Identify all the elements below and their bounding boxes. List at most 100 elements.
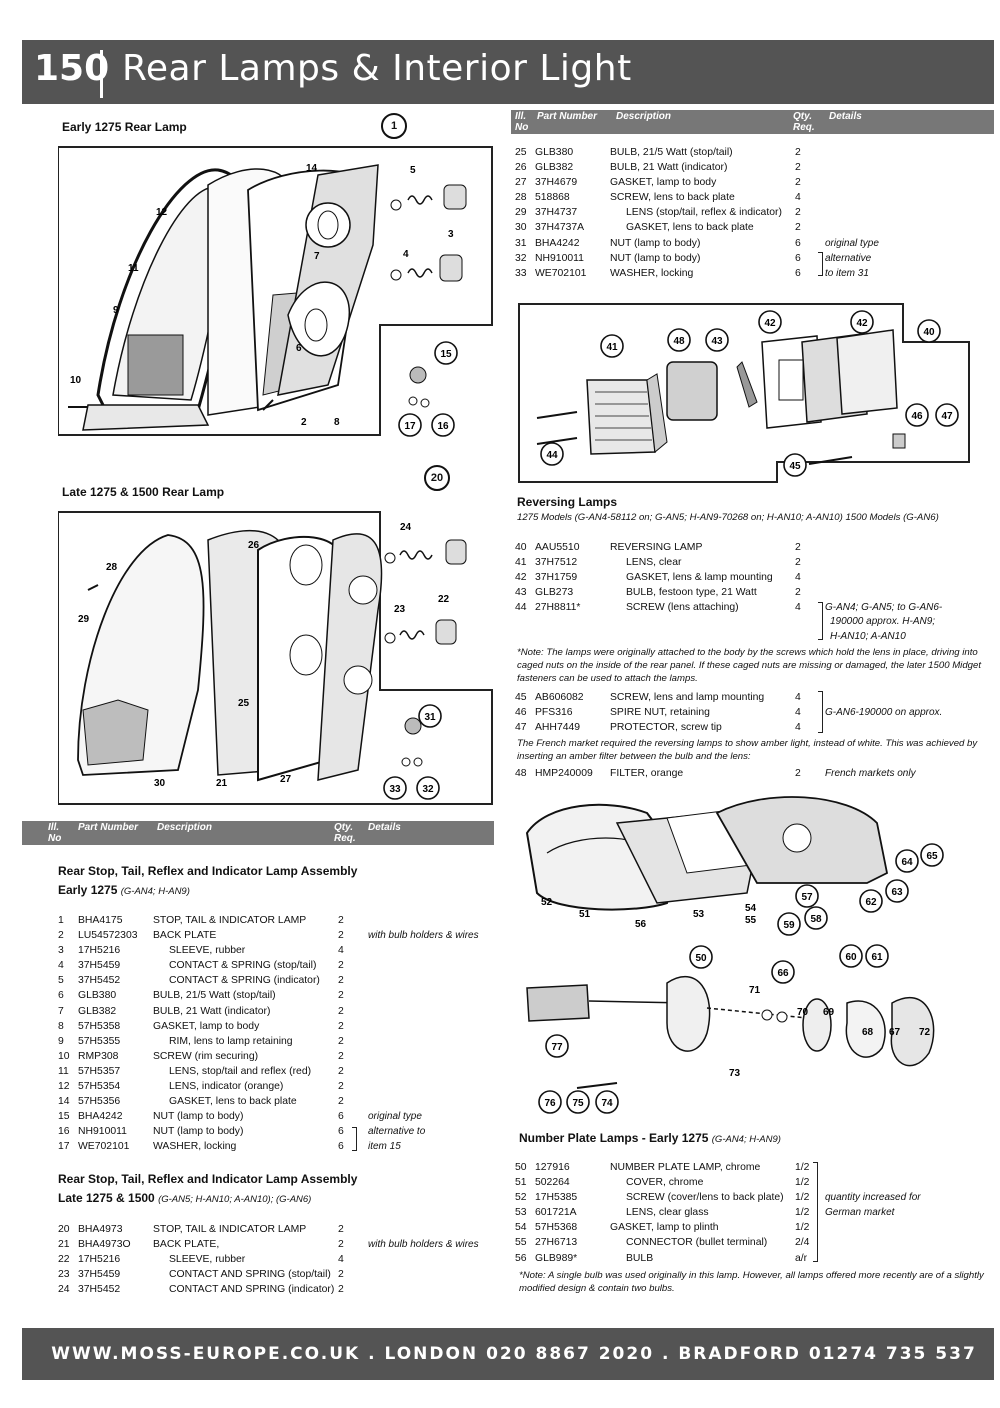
- cell-ill: 52: [515, 1192, 527, 1204]
- cell-qty: 2: [338, 1081, 344, 1093]
- cell-qty: 2: [795, 587, 801, 599]
- cell-det: quantity increased for: [825, 1192, 921, 1204]
- svg-text:74: 74: [601, 1098, 613, 1109]
- cell-desc: GASKET, lens & lamp mounting: [626, 572, 773, 584]
- callout-label: 5: [410, 165, 416, 176]
- cell-desc: CONTACT AND SPRING (indicator): [169, 1284, 335, 1296]
- cell-qty: 2: [795, 147, 801, 158]
- cell-pn: 57H5358: [78, 1020, 121, 1032]
- callout-circle: 63: [885, 879, 909, 903]
- cell-desc: NUT (lamp to body): [153, 1111, 244, 1123]
- cell-desc: BULB, 21 Watt (indicator): [153, 1005, 271, 1017]
- cell-desc: LENS, indicator (orange): [169, 1081, 284, 1093]
- callout-circle: 48: [667, 328, 691, 352]
- header-details: Details: [829, 111, 862, 122]
- page-number: 150: [34, 48, 110, 89]
- cell-pn: 37H4679: [535, 177, 578, 189]
- cell-desc: LENS, clear: [626, 557, 682, 569]
- cell-desc: NUT (lamp to body): [610, 252, 701, 264]
- cell-pn: AHH7449: [535, 722, 581, 734]
- cell-desc: SCREW, lens to back plate: [610, 192, 735, 204]
- cell-qty: 4: [795, 192, 801, 204]
- cell-pn: BHA4242: [535, 237, 580, 249]
- cell-ill: 55: [515, 1237, 527, 1249]
- callout-circle: 43: [705, 328, 729, 352]
- cell-desc: PROTECTOR, screw tip: [610, 722, 722, 734]
- cell-ill: 28: [515, 192, 527, 204]
- cell-qty: 6: [338, 1126, 344, 1138]
- cell-ill: 17: [58, 1141, 70, 1153]
- cell-qty: 2: [338, 1050, 344, 1062]
- callout-circle: 65: [920, 843, 944, 867]
- cell-pn: GLB380: [535, 147, 574, 158]
- cell-ill: 43: [515, 587, 527, 599]
- reversing-note-2: The French market required the reversing…: [517, 738, 978, 762]
- late-assembly-title-text: Late 1275 & 1500: [58, 1191, 155, 1205]
- cell-qty: 2: [338, 930, 344, 942]
- cell-desc: RIM, lens to lamp retaining: [169, 1035, 293, 1047]
- svg-text:50: 50: [695, 953, 707, 964]
- cell-desc: SLEEVE, rubber: [169, 945, 246, 957]
- cell-qty: 4: [795, 602, 801, 614]
- cell-det: G-AN6-190000 on approx.: [825, 707, 943, 719]
- cell-ill: 10: [58, 1050, 70, 1062]
- callout-label: 51: [579, 909, 591, 920]
- cell-qty: 6: [338, 1111, 344, 1123]
- callout-label: 12: [156, 207, 168, 218]
- cell-ill: 24: [58, 1284, 70, 1296]
- header-description: Description: [616, 111, 672, 122]
- bracket: [813, 1162, 818, 1262]
- cell-ill: 16: [58, 1126, 70, 1138]
- callout-label: 3: [448, 229, 454, 240]
- cell-pn: GLB382: [78, 1005, 117, 1017]
- cell-qty: 2: [338, 975, 344, 987]
- header-ill: Ill.: [48, 822, 60, 833]
- reversing-detail-cont-1: 190000 approx. H-AN9;: [830, 616, 936, 627]
- cell-ill: 32: [515, 252, 527, 264]
- cell-ill: 2: [58, 930, 64, 942]
- cell-det: alternative: [825, 252, 872, 264]
- callout-label: 14: [306, 163, 318, 174]
- cell-qty: 1/2: [795, 1192, 810, 1204]
- svg-text:16: 16: [437, 421, 449, 432]
- left-table-header: Ill. No Part Number Description Qty. Req…: [22, 821, 494, 845]
- cell-pn: AB606082: [535, 692, 584, 703]
- cell-ill: 11: [58, 1065, 69, 1077]
- cell-pn: GLB273: [535, 587, 574, 599]
- cell-pn: 601721A: [535, 1207, 577, 1219]
- reversing-lamp-diagram: 42 42 40 41 48 43 46 47 44 45: [517, 302, 971, 484]
- cell-ill: 20: [58, 1224, 70, 1235]
- callout-label: 10: [70, 375, 82, 386]
- cell-qty: 2: [338, 1224, 344, 1235]
- cell-ill: 26: [515, 162, 527, 174]
- cell-ill: 14: [58, 1096, 70, 1108]
- cell-pn: 127916: [535, 1162, 570, 1173]
- svg-text:40: 40: [923, 327, 935, 338]
- header-qty: Qty.: [334, 822, 354, 833]
- cell-pn: 37H5459: [78, 1269, 121, 1281]
- callout-label: 21: [216, 778, 228, 789]
- cell-ill: 45: [515, 692, 527, 703]
- cell-qty: 2: [795, 162, 801, 174]
- callout-label: 25: [238, 698, 250, 709]
- number-plate-title-text: Number Plate Lamps - Early 1275: [519, 1131, 709, 1145]
- cell-ill: 15: [58, 1111, 70, 1123]
- cell-qty: 2: [338, 1284, 344, 1296]
- cell-pn: 17H5216: [78, 945, 121, 957]
- cell-ill: 5: [58, 975, 64, 987]
- reversing-subtitle: 1275 Models (G-AN4-58112 on; G-AN5; H-AN…: [517, 512, 939, 523]
- header-divider: [100, 50, 103, 98]
- cell-qty: 2: [338, 990, 344, 1002]
